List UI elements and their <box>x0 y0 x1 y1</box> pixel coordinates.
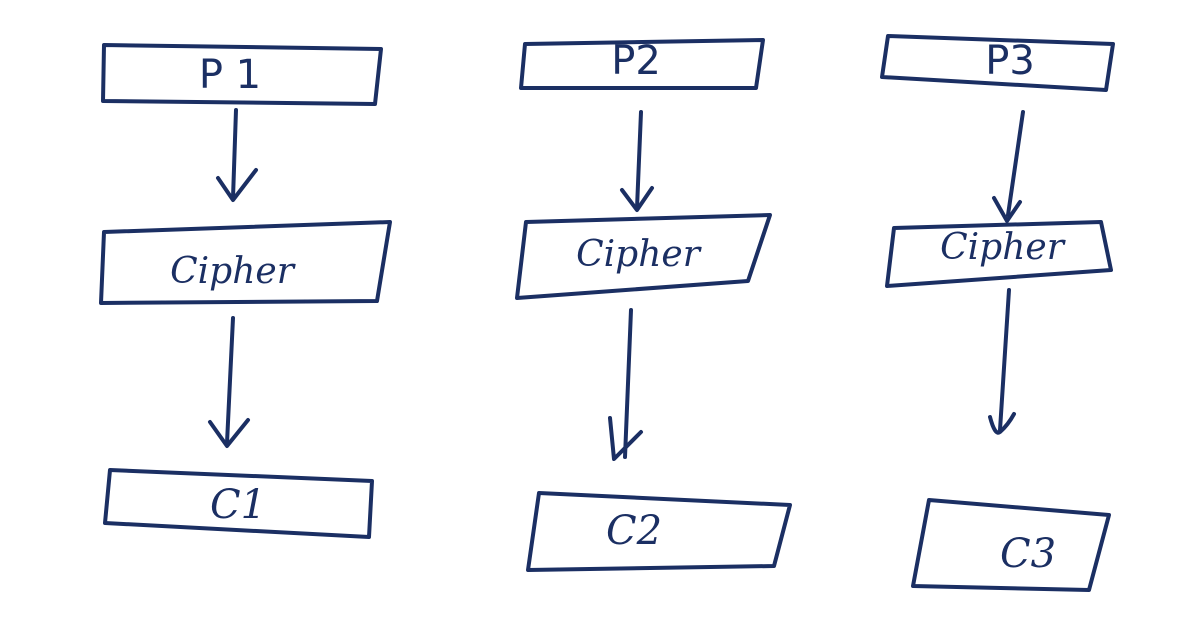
cipher-label-1: Cipher <box>170 251 296 292</box>
ciphertext-label-3: C3 <box>1000 531 1056 577</box>
arrow-down-icon <box>208 316 250 448</box>
cipher-box-2 <box>515 213 772 300</box>
ciphertext-label-2: C2 <box>606 508 662 554</box>
arrow-down-icon <box>216 108 258 202</box>
plaintext-box-2 <box>519 38 765 90</box>
cipher-label-3: Cipher <box>940 227 1066 268</box>
plaintext-label-1: P 1 <box>199 52 261 98</box>
plaintext-label-3: P3 <box>985 38 1035 84</box>
plaintext-box-1 <box>101 43 383 106</box>
cipher-box-1 <box>99 220 392 305</box>
ciphertext-box-2 <box>526 491 792 572</box>
plaintext-box-3 <box>880 34 1115 92</box>
ciphertext-box-1 <box>103 468 374 539</box>
column-3: P3 Cipher C3 <box>880 34 1115 592</box>
ciphertext-box-3 <box>911 498 1111 592</box>
arrow-down-icon <box>608 308 643 461</box>
column-1: P 1 Cipher C1 <box>99 43 392 539</box>
plaintext-label-2: P2 <box>611 38 661 84</box>
cipher-label-2: Cipher <box>576 234 702 275</box>
ciphertext-label-1: C1 <box>210 482 266 528</box>
arrow-down-icon <box>620 110 654 212</box>
arrow-down-icon <box>988 288 1016 435</box>
column-2: P2 Cipher C2 <box>515 38 792 572</box>
cipher-box-3 <box>885 220 1113 288</box>
arrow-down-icon <box>992 110 1025 223</box>
